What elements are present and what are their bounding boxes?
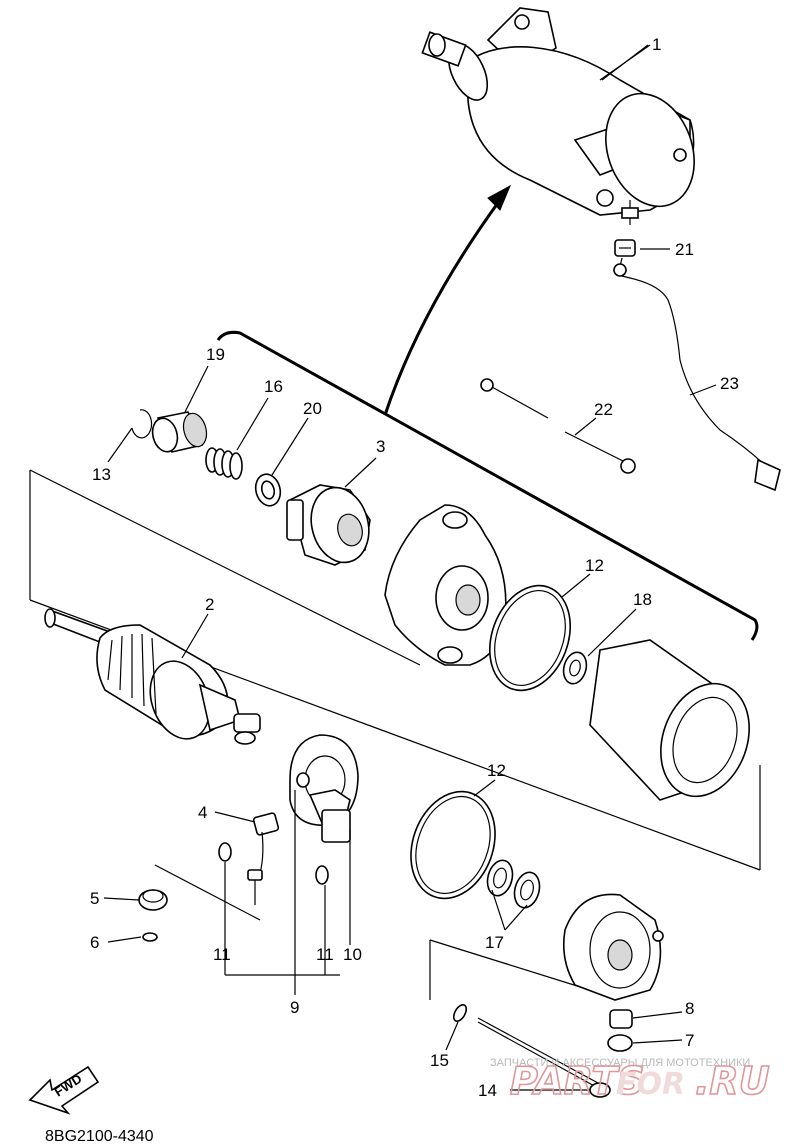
washer-18[interactable]: [560, 650, 590, 687]
grommet-5[interactable]: [138, 889, 168, 911]
leader-lines: [103, 44, 717, 1091]
nut-7[interactable]: [607, 1034, 633, 1052]
watermark-brand-left: PARTS: [510, 1059, 645, 1103]
callout-1: 1: [652, 35, 661, 54]
nut-8[interactable]: [609, 1009, 633, 1029]
callout-2: 2: [205, 595, 214, 614]
callout-22: 22: [594, 400, 613, 419]
lead-22[interactable]: [480, 378, 636, 474]
watermark-top-text: ЗАПЧАСТИ И АКСЕССУАРЫ ДЛЯ МОТОТЕХНИКИ: [490, 1057, 750, 1069]
callout-20: 20: [303, 399, 322, 418]
callout-8: 8: [685, 999, 694, 1018]
callout-18: 18: [633, 590, 652, 609]
starter-motor-assembly[interactable]: [421, 7, 709, 225]
callout-9: 9: [290, 998, 299, 1017]
watermark-brand-right: .RU: [695, 1059, 770, 1103]
callout-17: 17: [485, 933, 504, 952]
callout-14: 14: [478, 1081, 497, 1100]
armature-winding-lines: [107, 633, 157, 715]
callout-11-left: 11: [213, 945, 231, 964]
washer-11-left[interactable]: [218, 842, 232, 862]
brush-holder-plate-9[interactable]: [289, 734, 359, 843]
diagram-code: 8BG2100-4340: [45, 1128, 154, 1145]
washer-set-17[interactable]: [484, 858, 543, 911]
washer-20[interactable]: [252, 471, 283, 508]
rear-cover[interactable]: [562, 893, 664, 1001]
callout-21: 21: [675, 240, 694, 259]
callout-11-right: 11: [316, 945, 334, 964]
o-ring-15[interactable]: [451, 1003, 469, 1024]
pinion-gear-3[interactable]: [286, 481, 377, 569]
callout-15: 15: [430, 1051, 449, 1070]
up-arrow-icon: [383, 184, 512, 416]
callout-10: 10: [343, 945, 362, 964]
callout-3: 3: [376, 437, 385, 456]
nut-21[interactable]: [614, 239, 636, 257]
washer-11-right[interactable]: [315, 865, 329, 885]
collar-19[interactable]: [149, 411, 210, 455]
watermark-brand-mid: FOR: [616, 1067, 685, 1102]
front-cover[interactable]: [384, 504, 507, 666]
lead-wire-23[interactable]: [613, 257, 781, 492]
callout-5: 5: [90, 889, 99, 908]
callout-7: 7: [685, 1031, 694, 1050]
spring-16[interactable]: [205, 447, 243, 480]
yoke-housing[interactable]: [589, 639, 764, 809]
callout-12-upper: 12: [585, 556, 604, 575]
callout-16: 16: [264, 377, 283, 396]
through-bolt-14[interactable]: [477, 1017, 611, 1098]
callout-23: 23: [720, 374, 739, 393]
callout-4: 4: [198, 803, 207, 822]
callout-13: 13: [92, 465, 111, 484]
callout-19: 19: [206, 345, 225, 364]
armature-2[interactable]: [44, 608, 261, 747]
callout-12-lower: 12: [487, 761, 506, 780]
watermark: ЗАПЧАСТИ И АКСЕССУАРЫ ДЛЯ МОТОТЕХНИКИ PA…: [490, 1057, 770, 1104]
fwd-arrow-icon: FWD: [28, 1065, 100, 1115]
callout-labels: 1 21 23 22 19 16 20 3 13 2 12 18 12 4 5 …: [90, 35, 739, 1100]
o-ring-12-upper[interactable]: [476, 574, 584, 701]
washer-6[interactable]: [142, 932, 158, 942]
brush-4[interactable]: [252, 812, 280, 881]
brush-bolt[interactable]: [247, 869, 263, 905]
exploded-bracket: [216, 330, 759, 641]
o-ring-12-lower[interactable]: [397, 780, 510, 911]
circlip-13[interactable]: [131, 409, 153, 439]
callout-6: 6: [90, 933, 99, 952]
